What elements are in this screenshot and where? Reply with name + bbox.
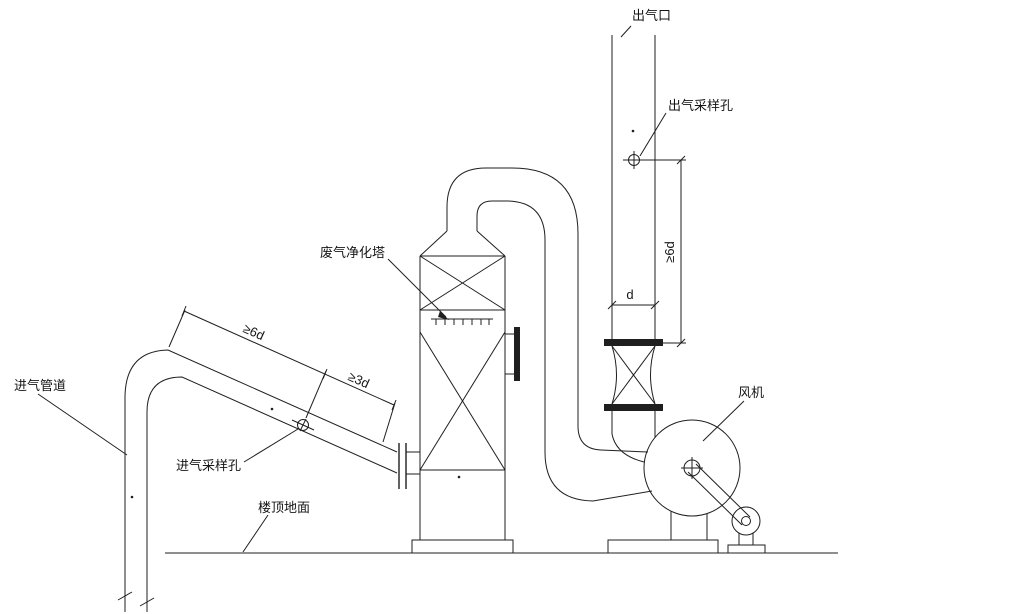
centerline-dot <box>130 495 134 499</box>
dim-inlet-downstream: ≥3d <box>346 369 372 391</box>
tower-leader <box>387 258 447 318</box>
fan-leader <box>702 400 745 442</box>
pipe-break-mark <box>117 591 133 601</box>
lower-flange <box>604 404 663 411</box>
purification-tower <box>411 230 520 554</box>
fan-label: 风机 <box>738 385 764 400</box>
expansion-joint <box>604 339 663 411</box>
outlet-leader <box>620 25 632 38</box>
dim-diameter: d <box>626 287 633 302</box>
tower-side-nozzle <box>505 327 520 381</box>
inlet-pipe-leader <box>37 393 128 456</box>
inlet-pipe-label: 进气管道 <box>14 378 66 393</box>
dim-outlet-upstream: ≥6d <box>662 241 677 263</box>
dim-inlet-upstream: ≥6d <box>241 321 267 343</box>
inlet-pipe <box>117 349 398 612</box>
exhaust-stack: d ≥6d <box>607 35 686 348</box>
upper-flange <box>604 339 663 346</box>
outlet-sampling-label: 出气采样孔 <box>668 98 733 113</box>
fan-support <box>607 511 719 554</box>
leader-lines <box>37 25 745 553</box>
tower-spray-header <box>431 318 493 325</box>
inlet-sampling-label: 进气采样孔 <box>176 458 241 473</box>
pipe-break-mark <box>139 597 155 607</box>
tower-to-fan-duct <box>446 167 653 502</box>
outlet-sampling-leader <box>639 112 667 157</box>
fan-scroll <box>643 419 741 517</box>
tower-base <box>411 539 514 554</box>
inlet-sampling-leader <box>243 428 299 463</box>
stack-dimension: ≥6d <box>641 155 686 348</box>
labels: 出气口 出气采样孔 废气净化塔 进气管道 进气采样孔 楼顶地面 风机 <box>14 8 764 515</box>
tower-inlet-flange <box>398 443 420 489</box>
tower-packing-section <box>419 331 506 471</box>
stack-diameter-dimension: d <box>607 287 660 310</box>
inlet-sampling-hole <box>291 418 315 432</box>
centerline-dot <box>270 407 274 411</box>
centerline-dot <box>457 475 461 479</box>
centerline-dot <box>631 129 635 133</box>
tower-leader-arrow <box>438 311 449 320</box>
tower-label: 废气净化塔 <box>320 245 385 260</box>
tower-demister-section <box>419 255 506 311</box>
outlet-label: 出气口 <box>632 8 671 23</box>
roof-ground-leader <box>242 514 269 553</box>
fan <box>607 411 766 554</box>
motor <box>727 506 766 554</box>
roof-ground-label: 楼顶地面 <box>258 500 310 515</box>
